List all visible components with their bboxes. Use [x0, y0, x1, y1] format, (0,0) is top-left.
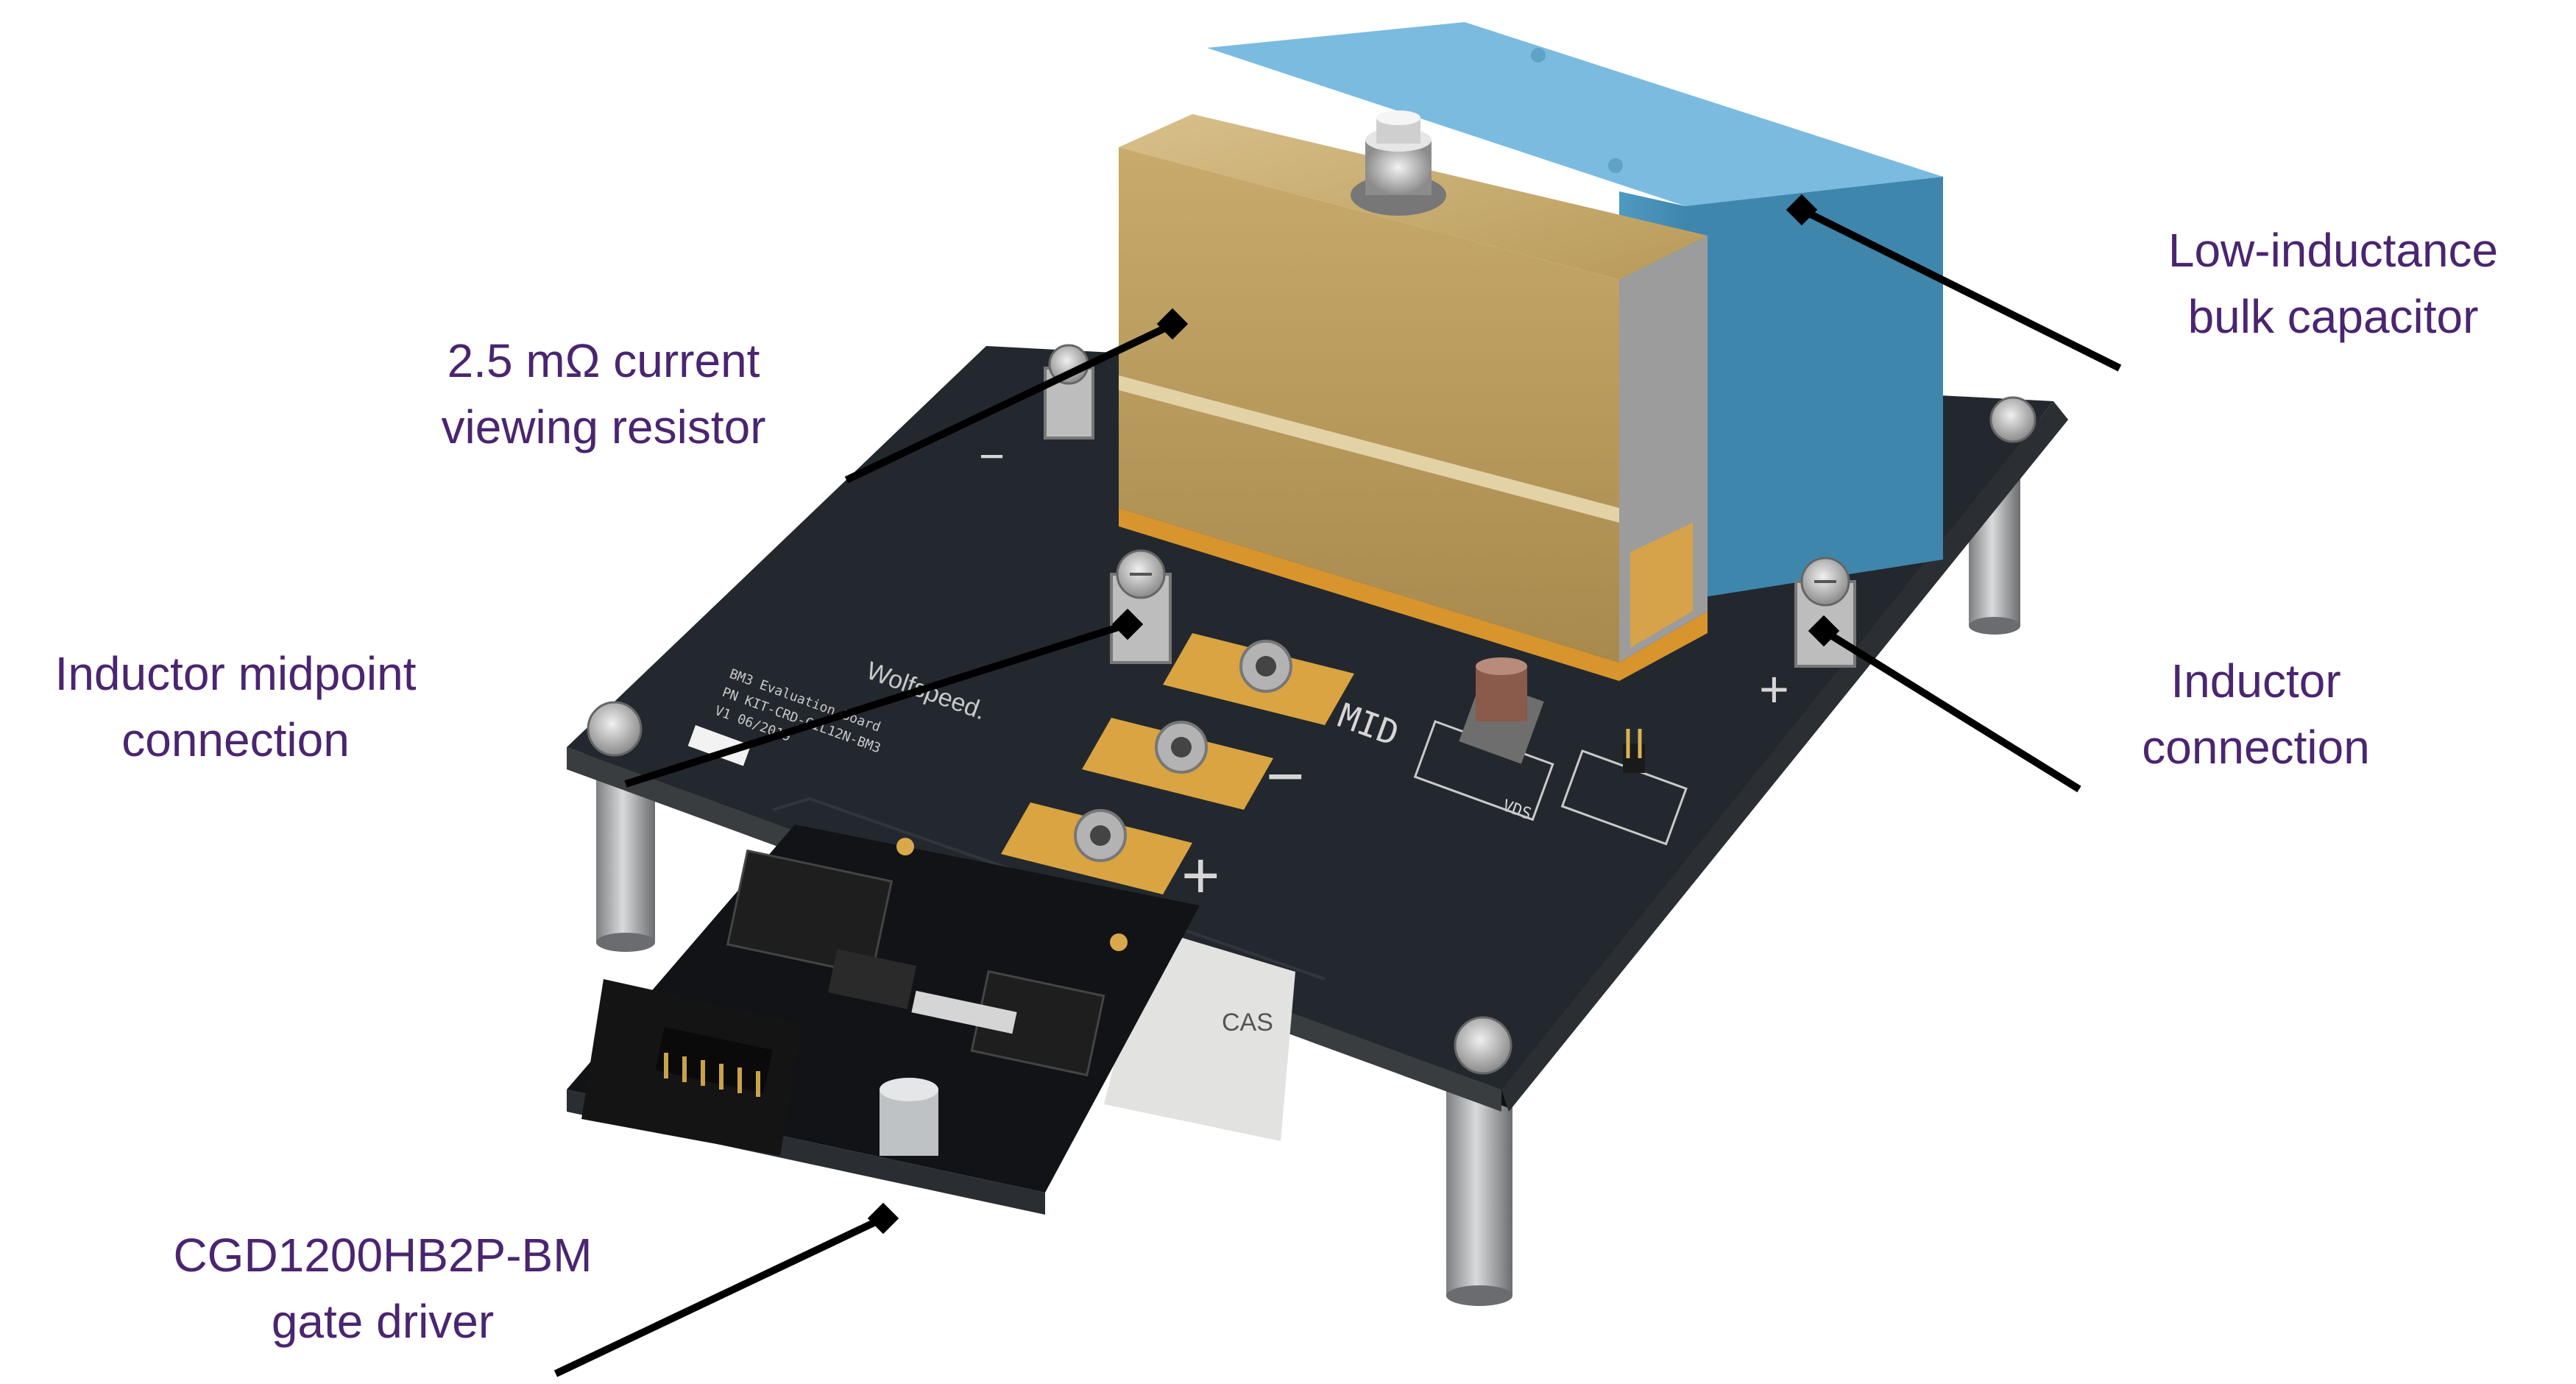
callout-resistor: 2.5 mΩ current viewing resistor [412, 328, 795, 460]
callout-capacitor: Low-inductance bulk capacitor [2127, 217, 2539, 350]
pad-minus [1082, 718, 1273, 810]
leader-resistor [844, 320, 1176, 484]
callout-inductor-midpoint-line1: Inductor midpoint [54, 647, 417, 700]
callout-gate-driver: CGD1200HB2P-BM gate driver [147, 1222, 618, 1355]
callout-gate-driver-line2: gate driver [271, 1295, 495, 1348]
leader-midpoint-tip [1111, 608, 1144, 640]
standoff-front-right [1446, 1082, 1512, 1306]
leader-resistor-tip [1156, 308, 1189, 340]
callout-inductor-midpoint-line2: connection [121, 713, 350, 766]
leader-inductor [1822, 627, 2081, 793]
pad-mid [1163, 633, 1354, 725]
callout-gate-driver-line1: CGD1200HB2P-BM [173, 1229, 592, 1282]
callout-capacitor-line2: bulk capacitor [2187, 290, 2479, 343]
terminal-midpoint [1110, 549, 1172, 664]
screw-front-right [1454, 1016, 1512, 1075]
leader-driver-tip [867, 1202, 899, 1235]
pin-header [1623, 729, 1645, 773]
silk-minus: − [1266, 740, 1305, 813]
callout-resistor-line2: viewing resistor [441, 400, 766, 453]
screw-front-left [587, 701, 643, 757]
silk-minus-left: − [979, 431, 1005, 481]
callout-resistor-line1: 2.5 mΩ current [447, 334, 760, 387]
leader-midpoint [624, 621, 1129, 788]
bnc-connector [1351, 110, 1446, 216]
callout-inductor-line2: connection [2142, 721, 2370, 774]
pad-plus [1001, 802, 1192, 894]
module-text: CAS [1222, 1009, 1273, 1037]
silk-plus: + [1181, 839, 1220, 913]
terminal-minus-back [1044, 344, 1094, 439]
vds-connector [1459, 657, 1544, 764]
electrolytic-capacitor [880, 1078, 938, 1156]
callout-capacitor-line1: Low-inductance [2168, 224, 2499, 277]
callout-inductor-line1: Inductor [2170, 654, 2341, 707]
leader-driver [553, 1215, 885, 1377]
silk-plus-right: + [1759, 660, 1789, 718]
barcode-label [687, 724, 751, 766]
screw-back-right [1989, 396, 2037, 443]
terminal-inductor [1794, 557, 1856, 668]
callout-inductor-midpoint: Inductor midpoint connection [15, 640, 456, 773]
gate-driver-board [567, 825, 1200, 1215]
leader-capacitor [1800, 206, 2122, 372]
standoff-front-left [596, 773, 655, 952]
ribbon-connector [581, 979, 802, 1156]
leader-lines [96, 194, 2576, 1377]
callout-inductor: Inductor connection [2120, 648, 2392, 780]
